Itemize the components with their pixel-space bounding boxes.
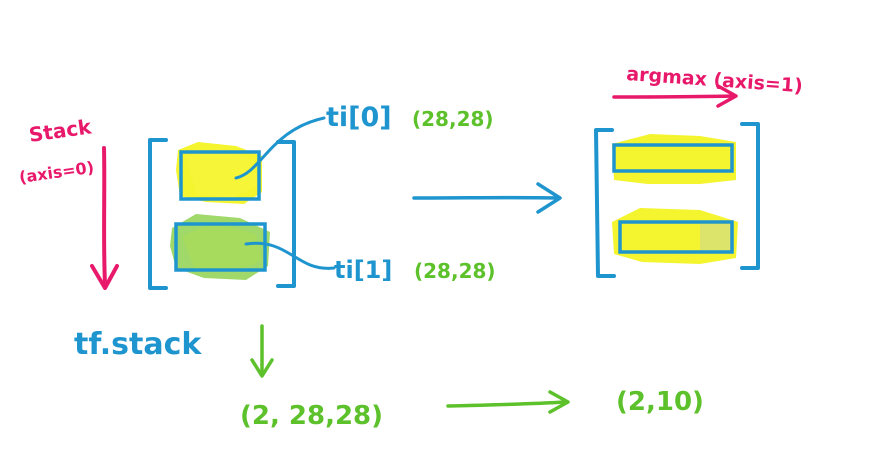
result-row-0 bbox=[612, 134, 736, 184]
tensor-1-shape: (28,28) bbox=[414, 259, 496, 283]
transform-arrowhead bbox=[536, 182, 562, 214]
tensor-0-label: ti[0] bbox=[326, 102, 392, 133]
stack-down-arrowhead bbox=[90, 264, 119, 290]
tf-stack-label: tf.stack bbox=[74, 327, 202, 362]
stack-down-arrow bbox=[102, 146, 107, 286]
tensor-0-square bbox=[176, 142, 262, 204]
argmax-label: argmax (axis=1) bbox=[626, 63, 804, 97]
left-close-bracket bbox=[276, 140, 296, 288]
left-open-bracket bbox=[148, 138, 168, 290]
tensor-1-connector bbox=[244, 241, 336, 270]
right-open-bracket bbox=[594, 128, 616, 278]
stacked-shape: (2, 28,28) bbox=[240, 401, 383, 431]
result-shape: (2,10) bbox=[616, 387, 704, 417]
stack-result-arrowhead bbox=[250, 358, 274, 378]
bottom-arrowhead bbox=[548, 390, 570, 414]
tensor-0-connector bbox=[234, 116, 326, 180]
stack-axis-label: (axis=0) bbox=[18, 158, 95, 187]
bottom-arrow bbox=[446, 400, 568, 408]
tensor-1-label: ti[1] bbox=[334, 256, 392, 284]
right-close-bracket bbox=[740, 122, 760, 270]
tensor-0-shape: (28,28) bbox=[412, 107, 494, 131]
argmax-arrow bbox=[612, 94, 736, 99]
result-row-1 bbox=[612, 208, 738, 264]
argmax-arrowhead bbox=[716, 84, 738, 108]
stack-label: Stack bbox=[27, 114, 93, 147]
tensor-1-square bbox=[170, 214, 270, 280]
